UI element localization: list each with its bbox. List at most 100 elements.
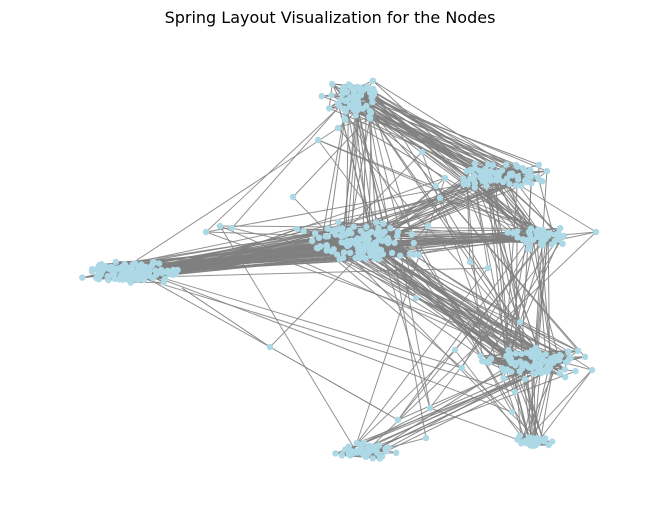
graph-edge [533, 364, 542, 446]
graph-node [491, 170, 498, 177]
graph-node [373, 231, 380, 238]
graph-node [563, 359, 570, 366]
graph-node [334, 124, 342, 132]
graph-node [522, 178, 530, 186]
graph-node [135, 276, 142, 284]
graph-edge [164, 278, 463, 369]
graph-edge [292, 196, 532, 442]
graph-node [514, 228, 521, 235]
graph-node [347, 82, 354, 90]
graph-node [548, 241, 555, 248]
graph-node [516, 368, 523, 375]
graph-edge [485, 172, 508, 370]
graph-node [543, 167, 551, 175]
graph-node [525, 172, 532, 179]
graph-node [592, 228, 600, 236]
graph-edge [375, 370, 576, 448]
graph-node [360, 451, 367, 458]
graph-node [355, 249, 362, 256]
graph-edge [429, 236, 561, 409]
graph-edge [524, 369, 593, 442]
graph-edge [535, 231, 547, 355]
graph-node [536, 363, 544, 370]
graph-node [342, 446, 349, 453]
graph-node [367, 115, 374, 122]
graph-node [542, 435, 549, 442]
graph-edge [359, 371, 539, 451]
graph-node [415, 251, 422, 259]
graph-node [121, 261, 128, 268]
graph-node [372, 241, 379, 248]
graph-edge [269, 346, 399, 421]
graph-edge [540, 356, 556, 440]
graph-node [484, 264, 492, 272]
graph-node [79, 274, 86, 281]
graph-node [519, 438, 526, 446]
graph-edge [219, 225, 541, 367]
graph-node [528, 180, 535, 187]
graph-edge [127, 267, 489, 279]
graph-node [394, 228, 402, 235]
graph-node [372, 219, 380, 226]
graph-node [153, 271, 160, 278]
graph-node [588, 366, 596, 374]
graph-edge [515, 231, 518, 354]
graph-node [387, 225, 394, 232]
graph-edge [125, 266, 271, 348]
graph-node [410, 239, 417, 247]
graph-edge [501, 239, 560, 369]
graph-node [309, 237, 316, 245]
graph-node [383, 447, 390, 454]
graph-node [352, 112, 359, 119]
graph-edge [489, 176, 510, 361]
graph-edge [372, 80, 507, 166]
figure-title: Spring Layout Visualization for the Node… [164, 8, 496, 27]
graph-edge [532, 359, 555, 444]
graph-node [485, 359, 493, 367]
graph-edge [141, 197, 441, 272]
graph-node [546, 363, 553, 371]
graph-node [353, 439, 360, 447]
graph-node [360, 439, 368, 447]
graph-node [548, 438, 556, 445]
graph-edge [509, 231, 537, 355]
graph-node [502, 161, 510, 168]
graph-node [98, 268, 105, 275]
graph-node [521, 375, 529, 383]
graph-node [470, 177, 477, 184]
graph-node [471, 160, 479, 167]
graph-edge [340, 151, 423, 237]
graph-edge [231, 227, 327, 251]
graph-node [504, 229, 512, 236]
graph-edge [351, 88, 540, 354]
graph-node [532, 344, 539, 352]
graph-node [556, 225, 564, 232]
graph-node [343, 89, 351, 96]
graph-node [538, 239, 545, 246]
graph-edge [337, 127, 537, 349]
graph-edge [387, 242, 533, 352]
node-layer [79, 77, 600, 462]
graph-node [536, 233, 543, 240]
graph-node [170, 266, 177, 274]
graph-node [289, 193, 297, 201]
graph-node [374, 252, 381, 260]
graph-node [312, 230, 319, 237]
graph-edge [108, 254, 371, 278]
graph-edge [99, 264, 516, 393]
graph-node [500, 375, 507, 382]
graph-node [471, 184, 478, 191]
graph-node [525, 245, 532, 253]
graph-node [485, 161, 492, 168]
graph-node [521, 167, 529, 175]
graph-edge [205, 99, 348, 233]
graph-edge [357, 109, 386, 232]
graph-node [422, 434, 430, 442]
graph-edge [466, 181, 483, 362]
graph-node [527, 237, 534, 244]
graph-node [108, 263, 115, 271]
graph-node [477, 352, 484, 360]
graph-edge [356, 177, 446, 444]
graph-node [369, 249, 376, 256]
